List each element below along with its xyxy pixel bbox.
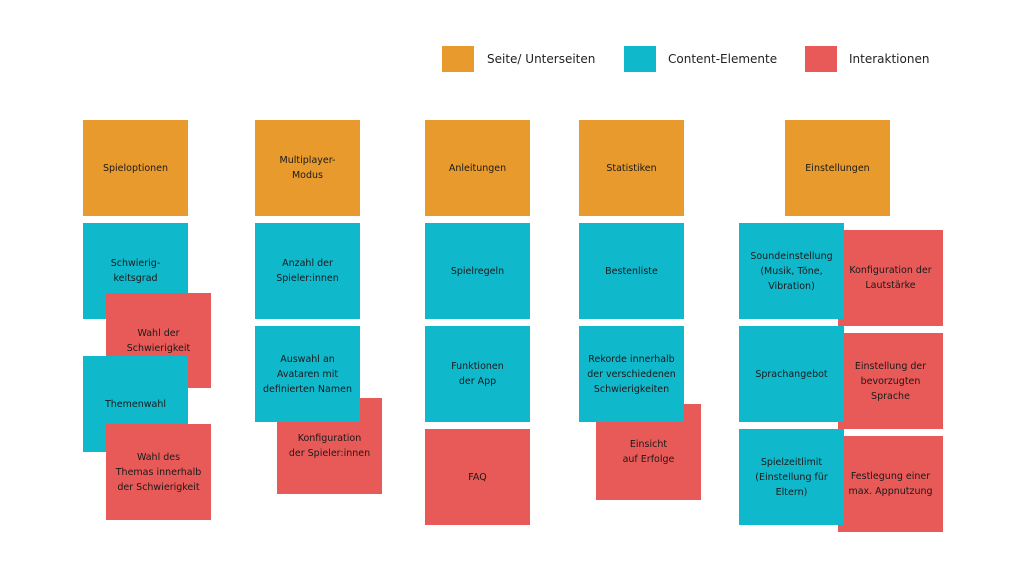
note-text: Spielzeitlimit (Einstellung für Eltern) (755, 456, 828, 498)
content-note-bestenliste: Bestenliste (579, 223, 684, 319)
page-note-spieloptionen: Spieloptionen (83, 120, 188, 216)
legend-swatch-content (624, 46, 656, 72)
note-text: Bestenliste (605, 265, 658, 277)
page-note-anleitungen: Anleitungen (425, 120, 530, 216)
interaction-note-sprache: Einstellung der bevorzugten Sprache (838, 333, 943, 429)
note-text: Multiplayer- Modus (279, 155, 336, 181)
note-text: Anleitungen (448, 162, 507, 174)
note-text: Einstellungen (805, 162, 870, 174)
note-text: Rekorde innerhalb der verschiedenen Schw… (587, 353, 676, 395)
note-text: Auswahl an Avataren mit definierten Name… (263, 353, 352, 395)
page-note-statistiken: Statistiken (579, 120, 684, 216)
note-text: Festlegung einer max. Appnutzung (848, 471, 933, 497)
content-note-spielzeitlimit: Spielzeitlimit (Einstellung für Eltern) (739, 429, 844, 525)
note-text: Spieloptionen (102, 162, 169, 174)
content-note-sound: Soundeinstellung (Musik, Töne, Vibration… (739, 223, 844, 319)
page-note-einstellungen: Einstellungen (785, 120, 890, 216)
interaction-note-faq: FAQ (425, 429, 530, 525)
legend-label-content: Content-Elemente (668, 52, 778, 66)
legend-swatch-page (442, 46, 474, 72)
content-note-rekorde: Rekorde innerhalb der verschiedenen Schw… (579, 326, 684, 422)
note-text: Sprachangebot (755, 368, 828, 380)
note-text: Statistiken (606, 162, 657, 174)
content-note-funktionen: Funktionen der App (425, 326, 530, 422)
note-text: Einstellung der bevorzugten Sprache (854, 360, 927, 402)
note-text: FAQ (468, 471, 487, 483)
content-note-anzahl-spieler: Anzahl der Spieler:innen (255, 223, 360, 319)
interaction-note-lautstaerke: Konfiguration der Lautstärke (838, 230, 943, 326)
legend-label-interaction: Interaktionen (849, 52, 930, 66)
note-text: Funktionen der App (451, 361, 504, 387)
note-text: Spielregeln (450, 265, 505, 277)
content-note-spielregeln: Spielregeln (425, 223, 530, 319)
note-text: Schwierig- keitsgrad (110, 258, 161, 284)
note-text: Einsicht auf Erfolge (622, 439, 675, 465)
content-note-avatare: Auswahl an Avataren mit definierten Name… (255, 326, 360, 422)
legend-swatch-interaction (805, 46, 837, 72)
note-text: Wahl des Themas innerhalb der Schwierigk… (115, 451, 202, 493)
legend-label-page: Seite/ Unterseiten (487, 52, 596, 66)
note-text: Konfiguration der Lautstärke (849, 265, 932, 291)
interaction-note-wahl-thema: Wahl des Themas innerhalb der Schwierigk… (106, 424, 211, 520)
note-text: Themenwahl (104, 398, 167, 410)
content-note-sprachangebot: Sprachangebot (739, 326, 844, 422)
note-text: Wahl der Schwierigkeit (126, 327, 191, 354)
page-note-multiplayer: Multiplayer- Modus (255, 120, 360, 216)
note-text: Soundeinstellung (Musik, Töne, Vibration… (750, 250, 833, 292)
interaction-note-appnutzung: Festlegung einer max. Appnutzung (838, 436, 943, 532)
note-text: Konfiguration der Spieler:innen (288, 433, 371, 459)
note-text: Anzahl der Spieler:innen (276, 258, 339, 284)
